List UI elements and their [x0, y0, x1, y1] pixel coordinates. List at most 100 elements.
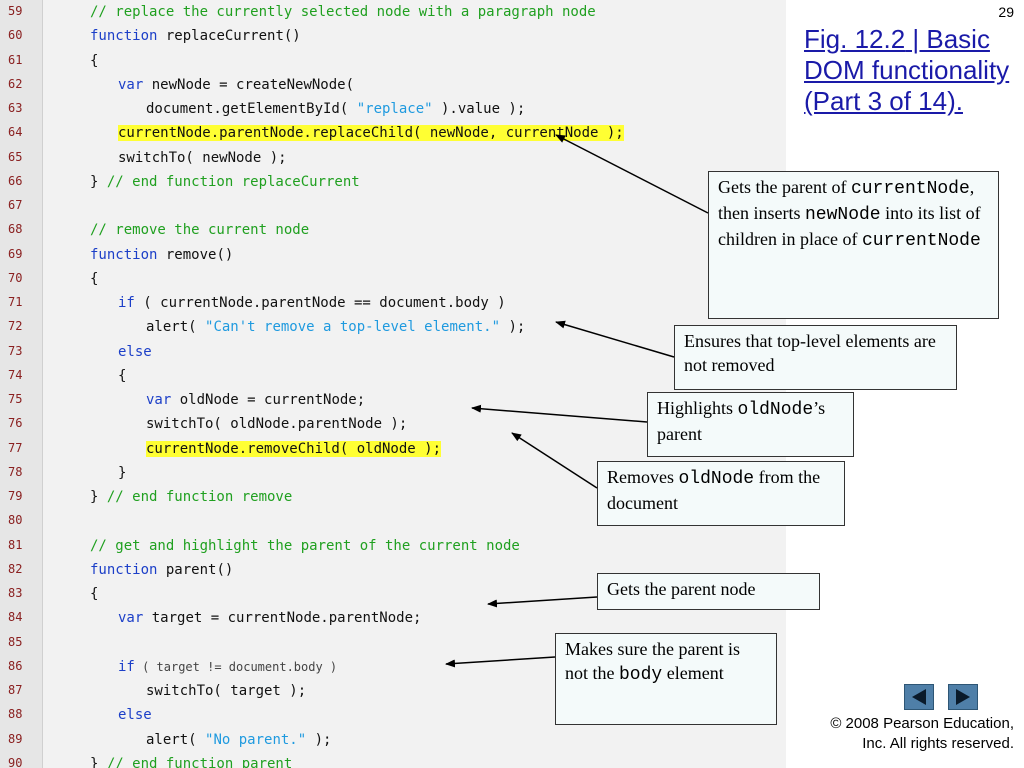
- code-text: alert( "Can't remove a top-level element…: [146, 319, 525, 335]
- line-number: 69: [8, 246, 23, 261]
- code-token: function: [90, 246, 158, 263]
- code-token: }: [118, 464, 127, 481]
- code-token: }: [90, 173, 107, 190]
- line-number: 64: [8, 125, 23, 140]
- code-text: if ( target != document.body ): [118, 659, 337, 675]
- code-line: 78}: [0, 463, 786, 487]
- code-token: // end function parent: [106, 755, 293, 768]
- callout-text: Gets the parent of: [718, 177, 851, 197]
- code-text: switchTo( newNode );: [118, 150, 287, 166]
- code-token: );: [500, 319, 526, 336]
- code-line: 67: [0, 196, 786, 220]
- code-line: 66 } // end function replaceCurrent: [0, 172, 786, 196]
- code-token: remove(): [157, 246, 234, 263]
- callout-text: from the document: [607, 467, 821, 513]
- line-number: 78: [8, 464, 23, 479]
- line-number: 71: [8, 295, 23, 309]
- code-token: "No parent.": [205, 731, 307, 748]
- callout-text: , then inserts: [718, 177, 975, 223]
- line-number: 66: [8, 173, 23, 188]
- slide-number: 29: [998, 4, 1014, 20]
- line-number: 60: [8, 28, 23, 43]
- line-number: 81: [8, 537, 23, 552]
- code-token: // replace the currently selected node w…: [90, 4, 596, 20]
- callout-code-term: currentNode: [850, 179, 970, 199]
- code-token: replaceCurrent(): [157, 28, 301, 45]
- line-number: 86: [8, 658, 23, 673]
- line-number: 63: [8, 101, 23, 115]
- code-line: 59// replace the currently selected node…: [0, 2, 786, 26]
- code-text: else: [118, 707, 152, 723]
- code-text: alert( "No parent." );: [146, 732, 331, 748]
- figure-caption: | Basic DOM functionality (Part 3 of 14)…: [804, 24, 1010, 116]
- code-token: var: [118, 610, 144, 627]
- code-token: ( currentNode.parentNode == document.bod…: [134, 295, 506, 311]
- line-number: 72: [8, 319, 23, 334]
- slide-title: Fig. 12.2 | Basic DOM functionality (Par…: [804, 24, 1018, 117]
- code-line: 86 if ( target != document.body ): [0, 657, 786, 681]
- line-number: 85: [8, 634, 23, 649]
- code-text: } // end function replaceCurrent: [90, 174, 360, 190]
- code-line: 85: [0, 633, 786, 657]
- line-number: 67: [8, 198, 23, 212]
- code-line: 74{: [0, 366, 786, 390]
- line-number: 68: [8, 222, 23, 237]
- code-text: } // end function remove: [90, 489, 292, 505]
- line-number: 70: [8, 270, 23, 285]
- callout-code-term: oldNode: [678, 469, 755, 489]
- code-text: {: [90, 271, 98, 287]
- copyright: © 2008 Pearson Education, Inc. All right…: [830, 714, 1014, 754]
- code-token: document.getElementById(: [146, 101, 357, 117]
- code-token: ).value );: [432, 101, 526, 117]
- line-number: 76: [8, 416, 23, 431]
- code-token: );: [306, 731, 332, 748]
- code-line: 69 function remove(): [0, 245, 786, 269]
- code-line: 71 if ( currentNode.parentNode == documen…: [0, 293, 786, 317]
- line-number: 77: [8, 440, 23, 455]
- callout-top-level: Ensures that top-level elements are not …: [674, 325, 957, 390]
- code-token: // remove the current node: [90, 222, 310, 239]
- code-token: {: [118, 367, 127, 384]
- line-number: 73: [8, 343, 23, 358]
- triangle-left-icon: [912, 689, 926, 705]
- code-line: 70 {: [0, 269, 786, 293]
- code-token: target = currentNode.parentNode;: [143, 610, 422, 627]
- code-line: 87 switchTo( target );: [0, 681, 786, 705]
- previous-slide-button[interactable]: [904, 684, 934, 710]
- code-token: var: [118, 76, 144, 93]
- code-token: alert(: [146, 731, 206, 748]
- callout-text: into its list of children in place of: [718, 203, 981, 249]
- code-token: // get and highlight the parent of the c…: [90, 537, 520, 554]
- code-token: function: [90, 28, 158, 45]
- code-token: newNode = createNewNode(: [143, 76, 355, 93]
- next-slide-button[interactable]: [948, 684, 978, 710]
- line-number: 75: [8, 392, 23, 406]
- code-line: 68 // remove the current node: [0, 220, 786, 244]
- code-text: var oldNode = currentNode;: [146, 392, 365, 408]
- callout-text: Makes sure the parent is not the: [565, 639, 740, 683]
- code-line: 72 alert( "Can't remove a top-level eleme…: [0, 317, 786, 341]
- code-token: if: [118, 295, 135, 311]
- line-number: 89: [8, 731, 23, 746]
- code-token: else: [118, 343, 152, 360]
- code-token: currentNode.removeChild( oldNode );: [146, 440, 442, 457]
- triangle-right-icon: [956, 689, 970, 705]
- line-number: 79: [8, 489, 23, 503]
- code-line: 90} // end function parent: [0, 754, 786, 768]
- code-token: currentNode.parentNode.replaceChild( new…: [118, 125, 624, 142]
- line-number: 65: [8, 149, 23, 164]
- code-text: // remove the current node: [90, 222, 309, 238]
- line-number: 61: [8, 52, 23, 67]
- callout-code-term: body: [619, 665, 663, 685]
- line-number: 87: [8, 683, 23, 697]
- code-line: 83{: [0, 584, 786, 608]
- figure-link[interactable]: Fig. 12.2: [804, 24, 906, 54]
- callout-removes-node: Removes oldNode from the document: [597, 461, 845, 526]
- code-text: switchTo( target );: [146, 683, 306, 699]
- code-line: 81 // get and highlight the parent of the…: [0, 536, 786, 560]
